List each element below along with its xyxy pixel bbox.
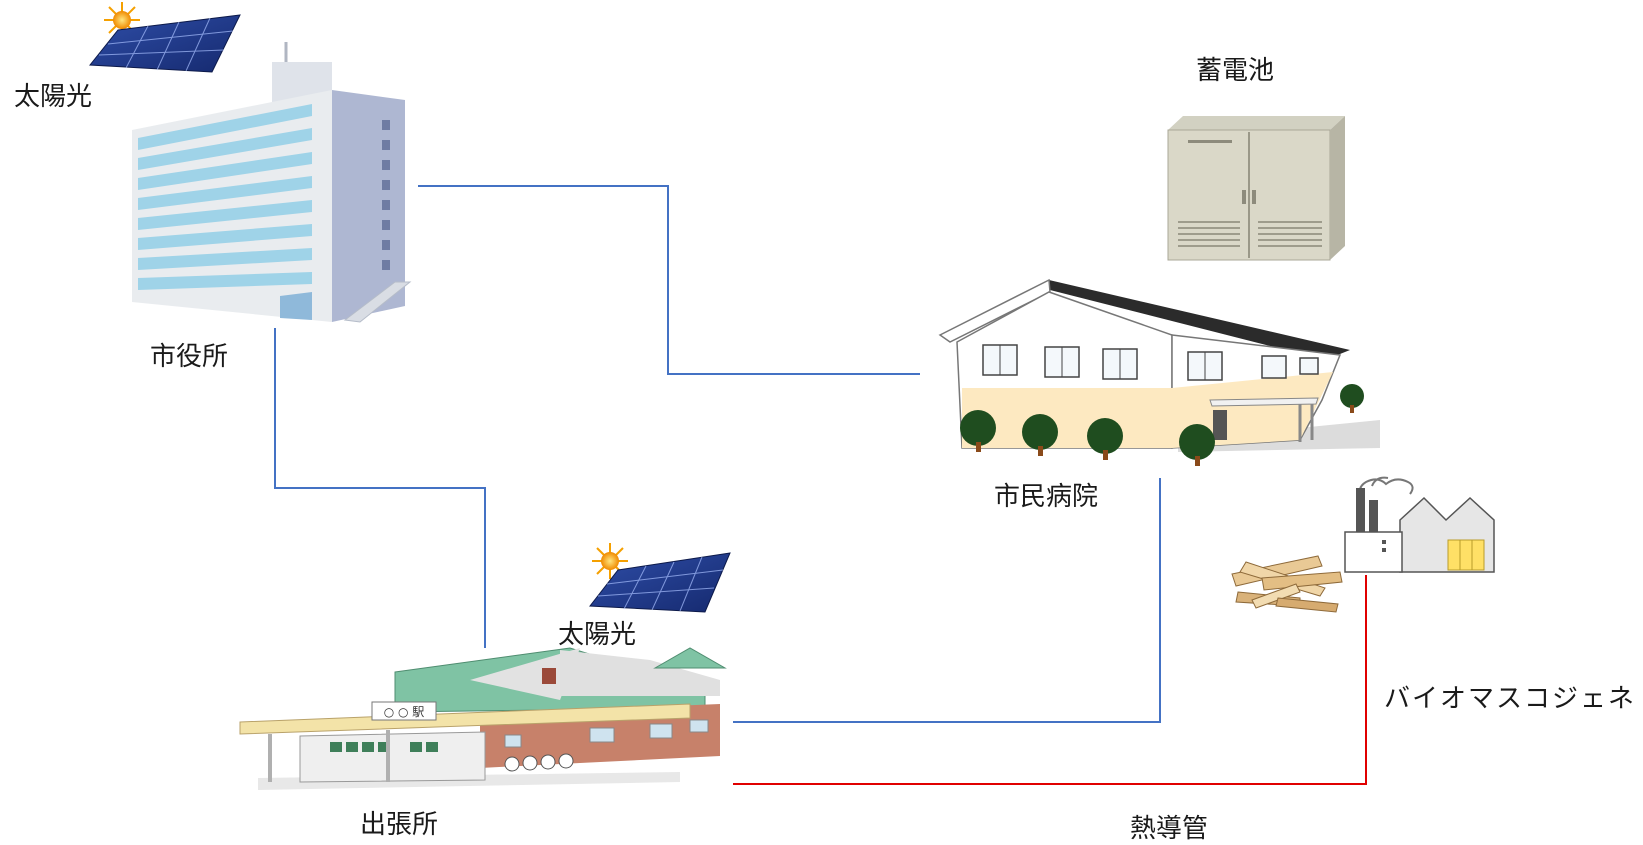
tree-icon [960,384,1364,466]
solar-label-city-hall: 太陽光 [14,82,93,112]
station-sign-text: ○ ○ 駅 [384,705,425,719]
heat-pipe-line [733,575,1367,785]
biomass-cogeneration-label: バイオマスコジェネ [1384,684,1637,714]
heat-pipe-label: 熱導管 [1130,814,1209,844]
biomass-plant-icon [1231,476,1495,613]
branch-office-label: 出張所 [360,810,439,840]
city-hall-label: 市役所 [150,342,229,372]
solar-panel-city-hall-icon [89,2,241,73]
station-sign [371,701,437,721]
power-line-branch-hospital [733,478,1161,723]
smoke-icon [1358,476,1414,499]
hospital-label: 市民病院 [994,482,1099,512]
power-line-cityhall-branch [274,328,486,648]
sun-icon [104,2,140,38]
battery-storage-icon [1167,116,1345,261]
city-hall-building-icon [132,42,412,323]
hospital-building-icon [938,278,1380,466]
power-line-cityhall-hospital [418,185,920,375]
solar-label-branch: 太陽光 [558,620,637,650]
solar-panel-branch-icon [589,543,731,613]
branch-office-building-icon: ○ ○ 駅 [239,647,727,790]
wood-pile-icon [1231,555,1343,613]
battery-label: 蓄電池 [1196,56,1275,86]
